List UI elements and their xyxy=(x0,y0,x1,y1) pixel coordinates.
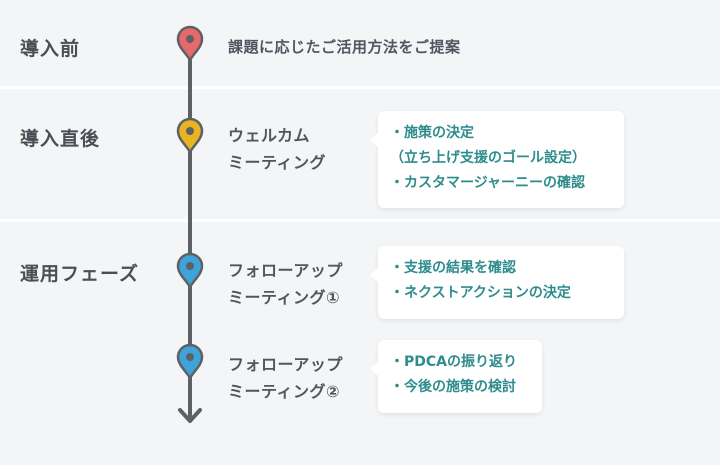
phase-label-onboarding: 導入直後 xyxy=(20,128,101,150)
card-item: ・今後の施策の検討 xyxy=(390,379,516,395)
map-pin-icon xyxy=(176,117,204,155)
card-item: ・支援の結果を確認 xyxy=(390,260,516,276)
map-pin-icon xyxy=(176,252,204,290)
step-title-line: ミーティング② xyxy=(228,382,341,401)
card-item: （立ち上げ支援のゴール設定） xyxy=(390,150,586,166)
arrow-down-icon xyxy=(178,408,202,423)
card-item: ・PDCAの振り返り xyxy=(390,354,517,370)
card-item: ・施策の決定 xyxy=(390,125,474,141)
step-before-text: 課題に応じたご活用方法をご提案 xyxy=(228,38,461,56)
step-welcome-card: ・施策の決定 （立ち上げ支援のゴール設定） ・カスタマージャーニーの確認 xyxy=(370,111,624,208)
map-pin-icon xyxy=(176,25,204,63)
step-title-line: ミーティング① xyxy=(228,288,341,307)
step-followup1-title: フォローアップ ミーティング① xyxy=(228,257,343,311)
step-welcome-title: ウェルカム ミーティング xyxy=(228,122,326,176)
step-followup2-card: ・PDCAの振り返り ・今後の施策の検討 xyxy=(370,340,542,413)
step-title-line: フォローアップ xyxy=(228,355,343,374)
phase-band-before xyxy=(0,0,720,86)
step-followup1-card: ・支援の結果を確認 ・ネクストアクションの決定 xyxy=(370,246,624,319)
phase-label-before: 導入前 xyxy=(20,38,81,60)
card-item: ・カスタマージャーニーの確認 xyxy=(390,175,586,191)
step-followup2-title: フォローアップ ミーティング② xyxy=(228,351,343,405)
phase-label-operation: 運用フェーズ xyxy=(20,263,140,285)
step-title-line: フォローアップ xyxy=(228,261,343,280)
step-title-line: ミーティング xyxy=(228,153,327,172)
step-title-line: ウェルカム xyxy=(228,126,311,145)
card-item: ・ネクストアクションの決定 xyxy=(390,285,571,301)
map-pin-icon xyxy=(176,343,204,381)
